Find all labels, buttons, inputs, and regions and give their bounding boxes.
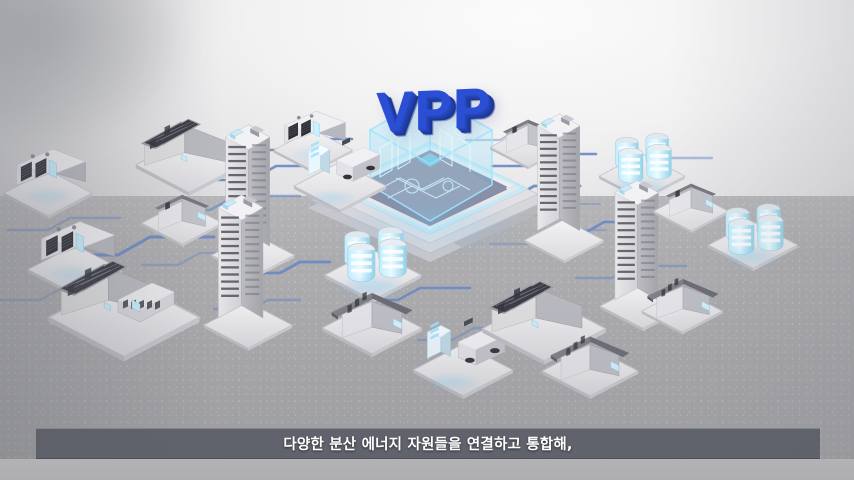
node-factory-solar-ess bbox=[47, 259, 201, 363]
node-battery-storage bbox=[707, 203, 799, 272]
node-hanok-house bbox=[321, 291, 423, 358]
energy-node-group bbox=[3, 110, 799, 400]
node-ev-charging-station bbox=[293, 136, 387, 214]
subtitle-bar: 다양한 분산 에너지 자원들을 연결하고 통합해, bbox=[36, 428, 820, 459]
node-fuel-cell-unit bbox=[3, 148, 93, 220]
node-house-solar bbox=[141, 194, 223, 248]
bottom-strip bbox=[0, 459, 854, 480]
node-battery-storage bbox=[324, 226, 422, 304]
subtitle-text: 다양한 분산 에너지 자원들을 연결하고 통합해, bbox=[283, 437, 573, 453]
node-ev-charging-station bbox=[412, 317, 514, 400]
